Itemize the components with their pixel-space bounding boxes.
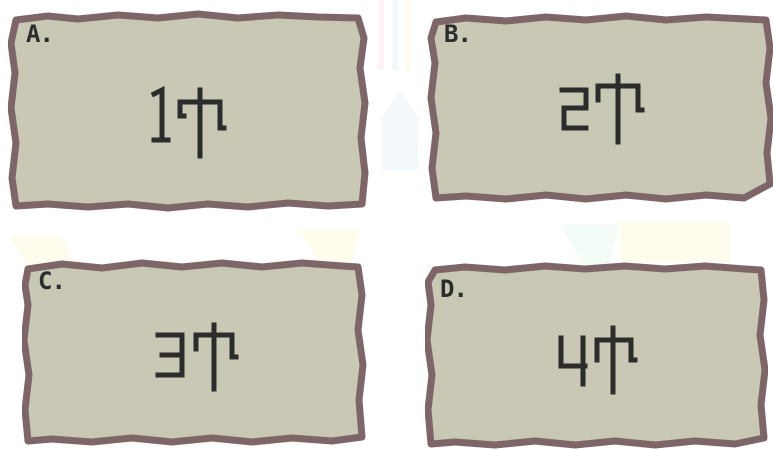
digit-four-trident-glyph bbox=[555, 320, 655, 400]
option-letter: A. bbox=[26, 22, 53, 46]
digit-two-trident-glyph bbox=[556, 70, 656, 150]
option-letter: B. bbox=[444, 22, 471, 46]
option-card-c[interactable]: C. bbox=[22, 255, 367, 447]
digit-one-trident-glyph bbox=[150, 82, 240, 162]
option-card-d[interactable]: D. bbox=[425, 260, 768, 450]
option-card-b[interactable]: B. bbox=[426, 8, 773, 206]
option-card-a[interactable]: A. bbox=[8, 8, 370, 212]
option-letter: D. bbox=[440, 277, 467, 301]
digit-three-trident-glyph bbox=[152, 317, 252, 397]
option-letter: C. bbox=[38, 269, 65, 293]
